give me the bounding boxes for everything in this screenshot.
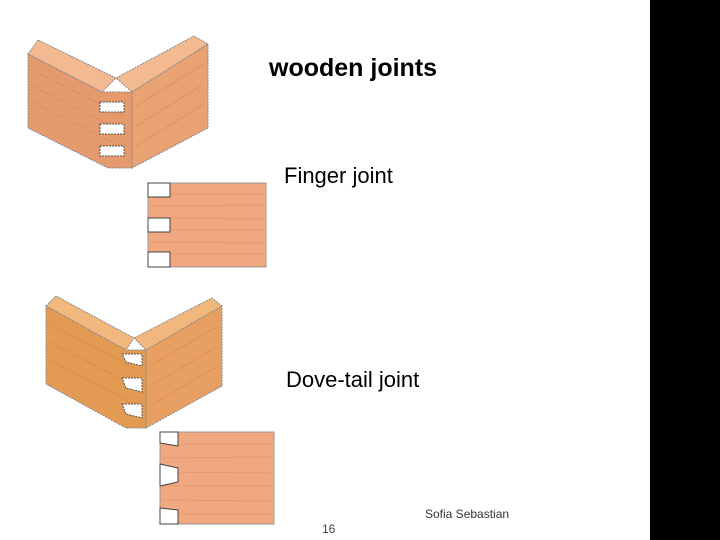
author-footer: Sofia Sebastian: [425, 507, 510, 521]
dovetail-joint-board-illustration: [159, 431, 275, 525]
finger-joint-board-illustration: [147, 182, 267, 268]
slide-title: wooden joints: [269, 54, 438, 82]
dovetail-joint-corner-illustration: [45, 295, 223, 429]
finger-joint-corner-illustration: [27, 35, 209, 169]
side-bar: [650, 0, 720, 540]
page-number: 16: [322, 522, 336, 536]
finger-joint-label: Finger joint: [284, 163, 393, 188]
dovetail-joint-label: Dove-tail joint: [286, 367, 420, 392]
